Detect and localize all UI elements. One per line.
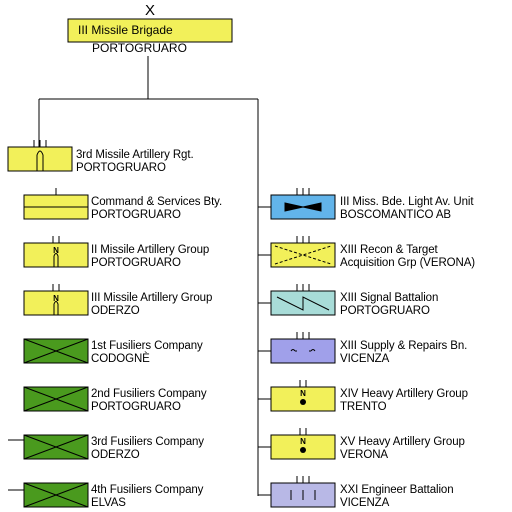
unit-name: XV Heavy Artillery Group [340, 436, 465, 448]
heavy-xiv-symbol: N [270, 380, 336, 412]
fusiliers-4-symbol [23, 482, 89, 508]
unit-location: ODERZO [91, 449, 140, 461]
unit-name: III Miss. Bde. Light Av. Unit [340, 196, 474, 208]
missile-rgt-symbol [7, 140, 73, 172]
unit-name: III Missile Artillery Group [91, 292, 213, 304]
svg-text:N: N [53, 246, 59, 255]
heavy-xv-symbol: N [270, 428, 336, 460]
unit-name: Command & Services Bty. [91, 196, 223, 208]
unit-location: PORTOGRUARO [91, 257, 181, 269]
echelon-marker: X [145, 2, 155, 19]
unit-name: XXI Engineer Battalion [340, 484, 454, 496]
hq-unit-symbol [67, 18, 233, 43]
supply-symbol [270, 332, 336, 364]
unit-location: PORTOGRUARO [340, 305, 430, 317]
svg-text:N: N [53, 294, 59, 303]
unit-location: PORTOGRUARO [91, 209, 181, 221]
fusiliers-2-symbol [23, 386, 89, 412]
unit-name: 4th Fusiliers Company [91, 484, 204, 496]
unit-location: PORTOGRUARO [91, 401, 181, 413]
unit-name: XIII Supply & Repairs Bn. [340, 340, 468, 352]
signal-symbol [270, 284, 336, 316]
recon-symbol [270, 236, 336, 268]
unit-name: 2nd Fusiliers Company [91, 388, 207, 400]
unit-location: Acquisition Grp (VERONA) [340, 257, 475, 269]
engineers-symbol [270, 476, 336, 508]
hq-location: PORTOGRUARO [92, 41, 187, 55]
unit-location: VICENZA [340, 497, 390, 509]
unit-location: ODERZO [91, 305, 140, 317]
fusiliers-1-symbol [23, 338, 89, 364]
unit-location: ELVAS [91, 497, 126, 509]
unit-name: XIV Heavy Artillery Group [340, 388, 468, 400]
hq-title: III Missile Brigade [78, 23, 173, 37]
unit-location: BOSCOMANTICO AB [340, 209, 451, 221]
fusiliers-3-symbol [23, 434, 89, 460]
unit-name: XIII Recon & Target [340, 244, 438, 256]
unit-name: 1st Fusiliers Company [91, 340, 203, 352]
unit-location: CODOGNÈ [91, 353, 150, 365]
unit-name: 3rd Fusiliers Company [91, 436, 204, 448]
unit-location: VICENZA [340, 353, 390, 365]
unit-name: XIII Signal Battalion [340, 292, 439, 304]
iii-missile-group-symbol: N [23, 284, 89, 316]
unit-location: PORTOGRUARO [76, 162, 166, 174]
unit-location: VERONA [340, 449, 388, 461]
unit-name: II Missile Artillery Group [91, 244, 210, 256]
aviation-symbol [270, 188, 336, 220]
unit-location: TRENTO [340, 401, 387, 413]
unit-name: 3rd Missile Artillery Rgt. [76, 149, 194, 161]
cmd-services-symbol [23, 188, 89, 220]
svg-text:N: N [300, 389, 306, 398]
ii-missile-group-symbol: N [23, 236, 89, 268]
svg-text:N: N [300, 437, 306, 446]
